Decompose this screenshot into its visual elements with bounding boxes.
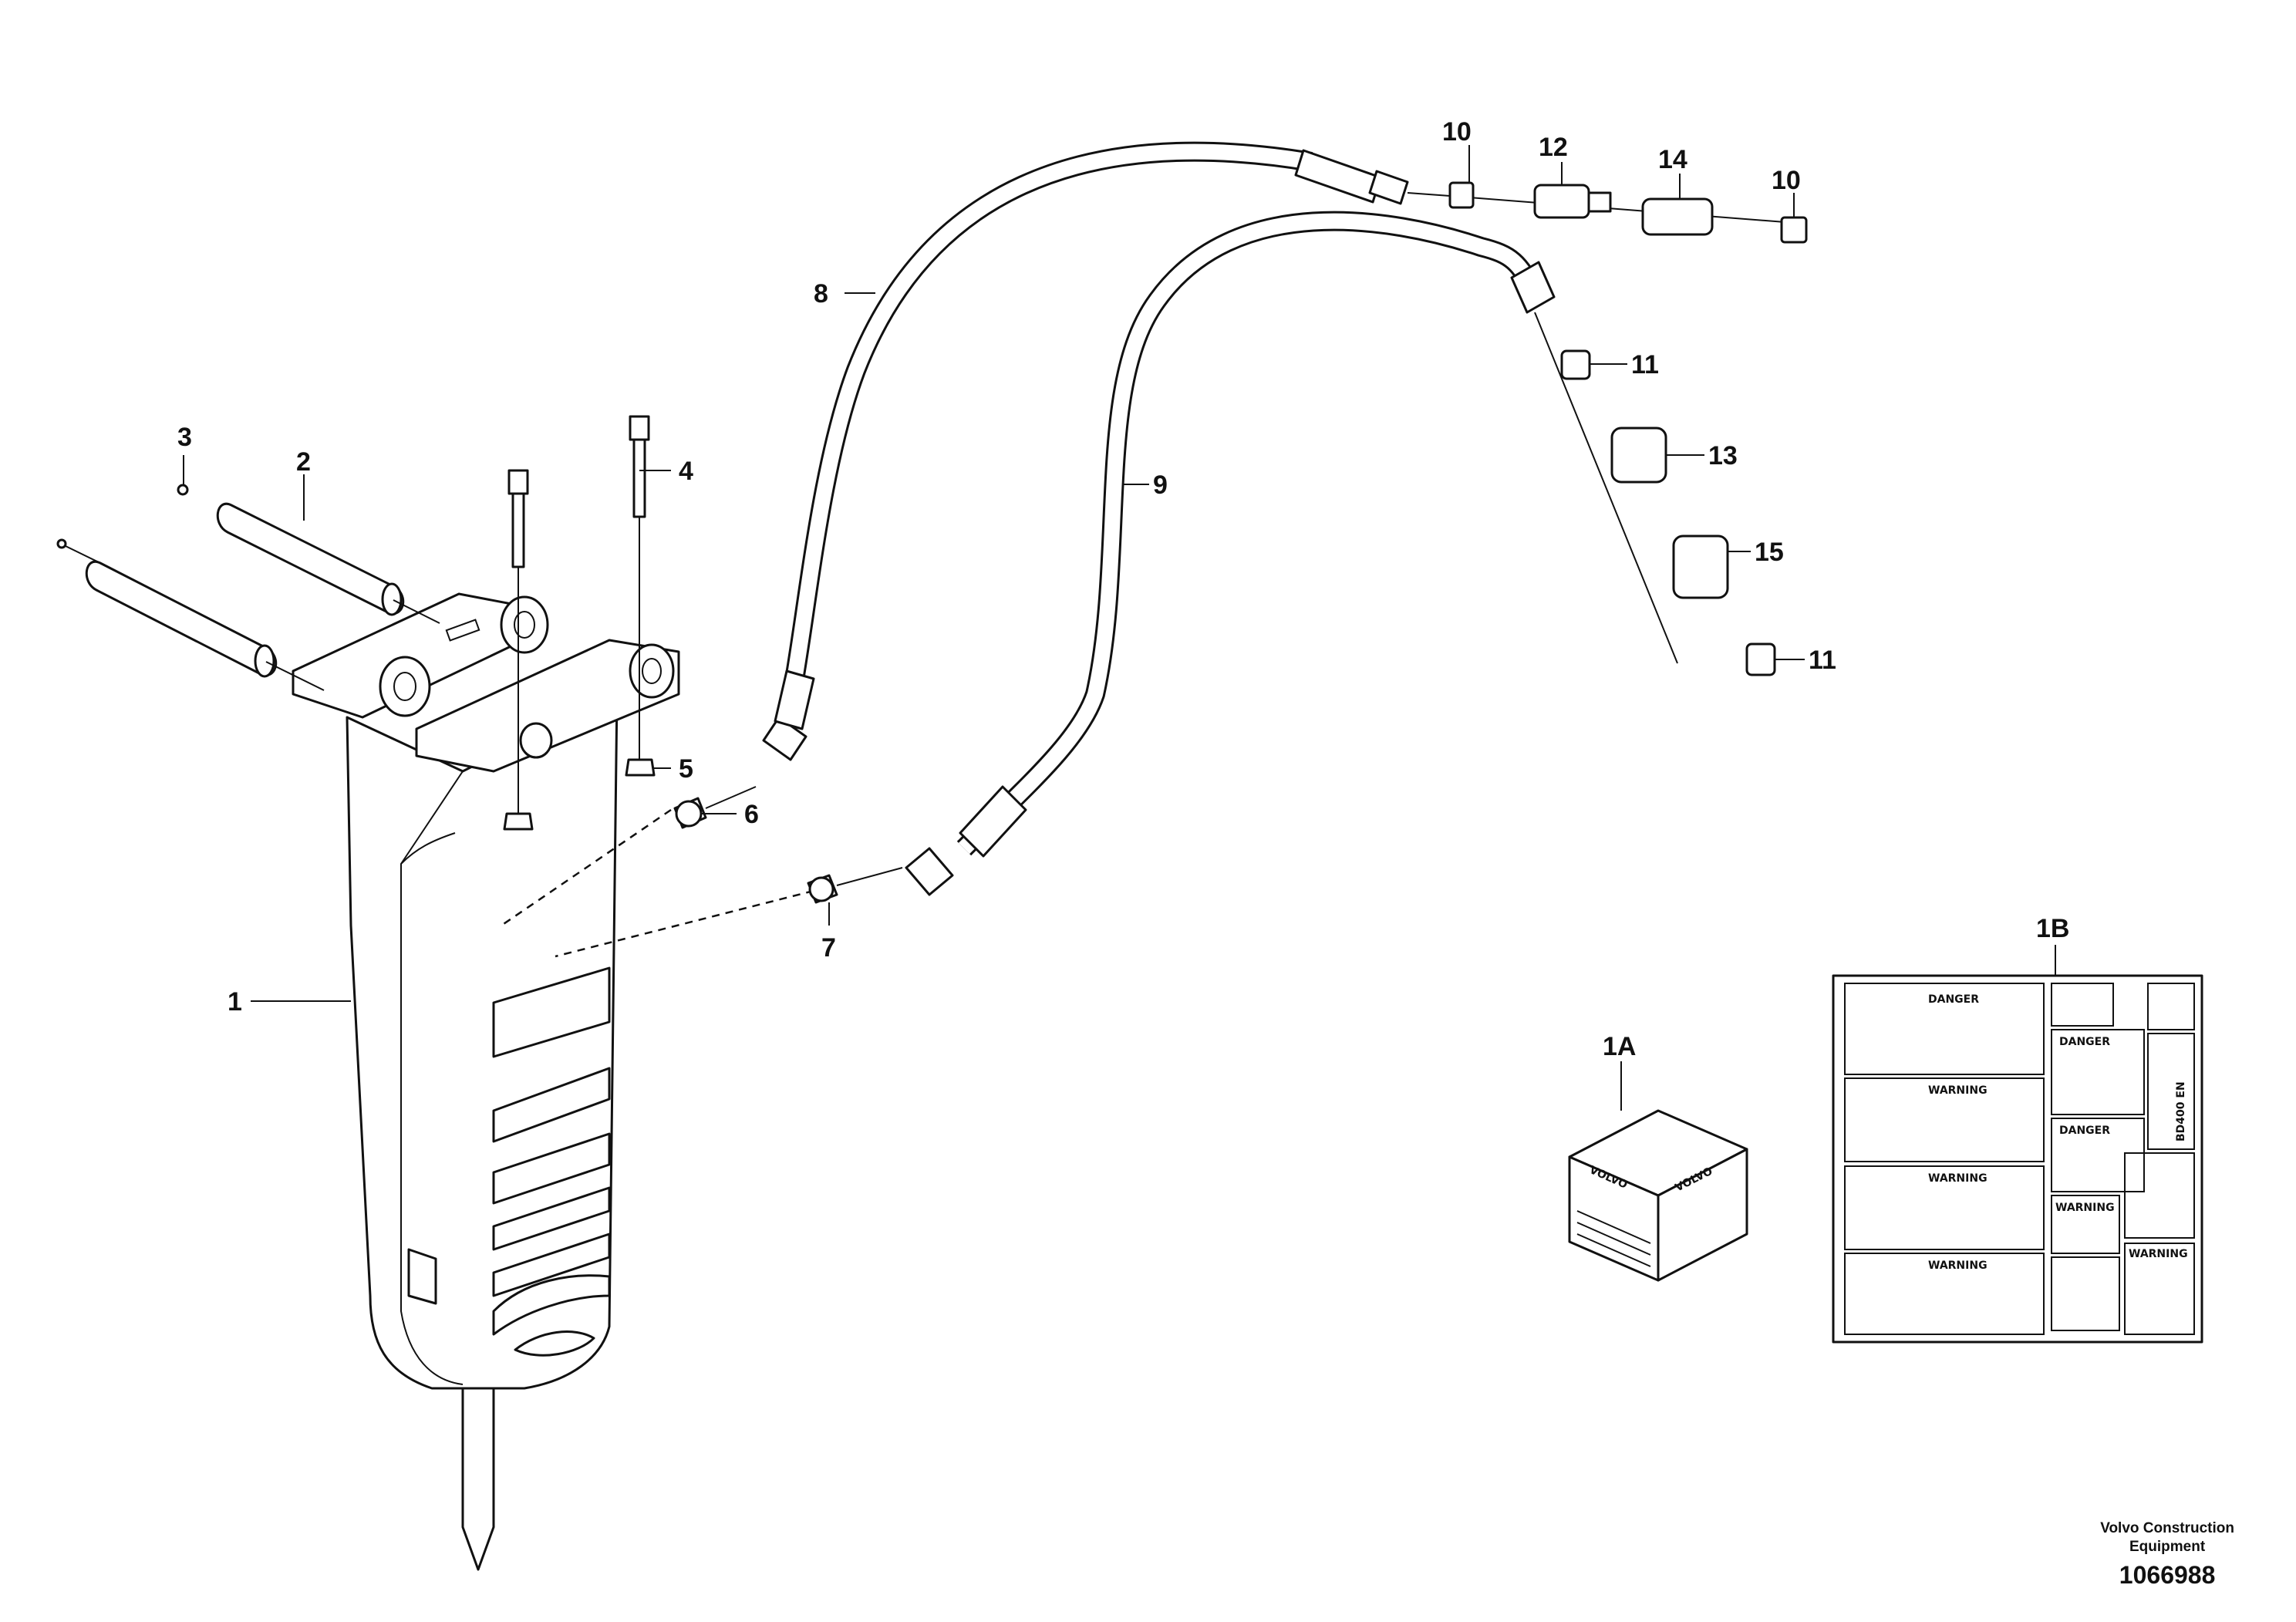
decal-danger-2: DANGER [2059,1036,2110,1048]
decal-warning-2: WARNING [1928,1172,1988,1185]
pins [56,484,440,691]
document-number: 1066988 [2119,1561,2216,1589]
callout-1b: 1B [2036,914,2069,943]
callout-11-a: 11 [1631,350,1659,379]
hydraulic-hammer [292,592,814,1571]
decal-sheet-1b: DANGER WARNING WARNING WARNING DANGER DA… [1832,974,2203,1344]
footer-brand-line2: Equipment [2129,1539,2206,1555]
decal-warning-1: WARNING [1928,1084,1988,1097]
callout-12: 12 [1539,133,1568,162]
callout-5: 5 [679,754,693,784]
decal-warning-5: WARNING [2129,1248,2188,1260]
callout-11-b: 11 [1809,646,1836,675]
callout-4: 4 [679,457,693,486]
callout-6: 6 [744,800,759,829]
hose-8 [762,141,1451,761]
callout-13: 13 [1708,441,1738,470]
footer: Volvo Construction Equipment 1066988 [2100,1519,2234,1590]
decal-vertical-code: BD400 EN [2175,1081,2187,1141]
callout-10-b: 10 [1772,166,1801,195]
callout-3: 3 [177,423,192,452]
bolts [503,415,656,831]
decal-danger-3: DANGER [2059,1125,2110,1137]
callout-15: 15 [1755,538,1784,567]
callout-2: 2 [296,447,311,477]
adapters [673,786,903,904]
callout-14: 14 [1658,145,1687,174]
callout-7: 7 [821,933,836,963]
leader-lines [183,145,2056,1111]
footer-brand-line1: Volvo Construction [2100,1520,2234,1536]
hose-9 [905,211,1678,896]
couplings [1448,181,1808,676]
callout-1: 1 [228,987,242,1017]
callout-9: 9 [1153,470,1168,500]
callout-10-a: 10 [1442,117,1472,147]
decal-danger-1: DANGER [1928,993,1979,1006]
decal-warning-3: WARNING [1928,1259,1988,1272]
callout-8: 8 [814,279,828,309]
callouts: 1 1A 1B 2 3 4 5 6 7 8 9 10 12 14 10 11 1… [177,117,2069,1061]
callout-1a: 1A [1603,1032,1636,1061]
kit-box-1a: VOLVO VOLVO [1568,1109,1748,1282]
decal-warning-4: WARNING [2055,1202,2115,1214]
